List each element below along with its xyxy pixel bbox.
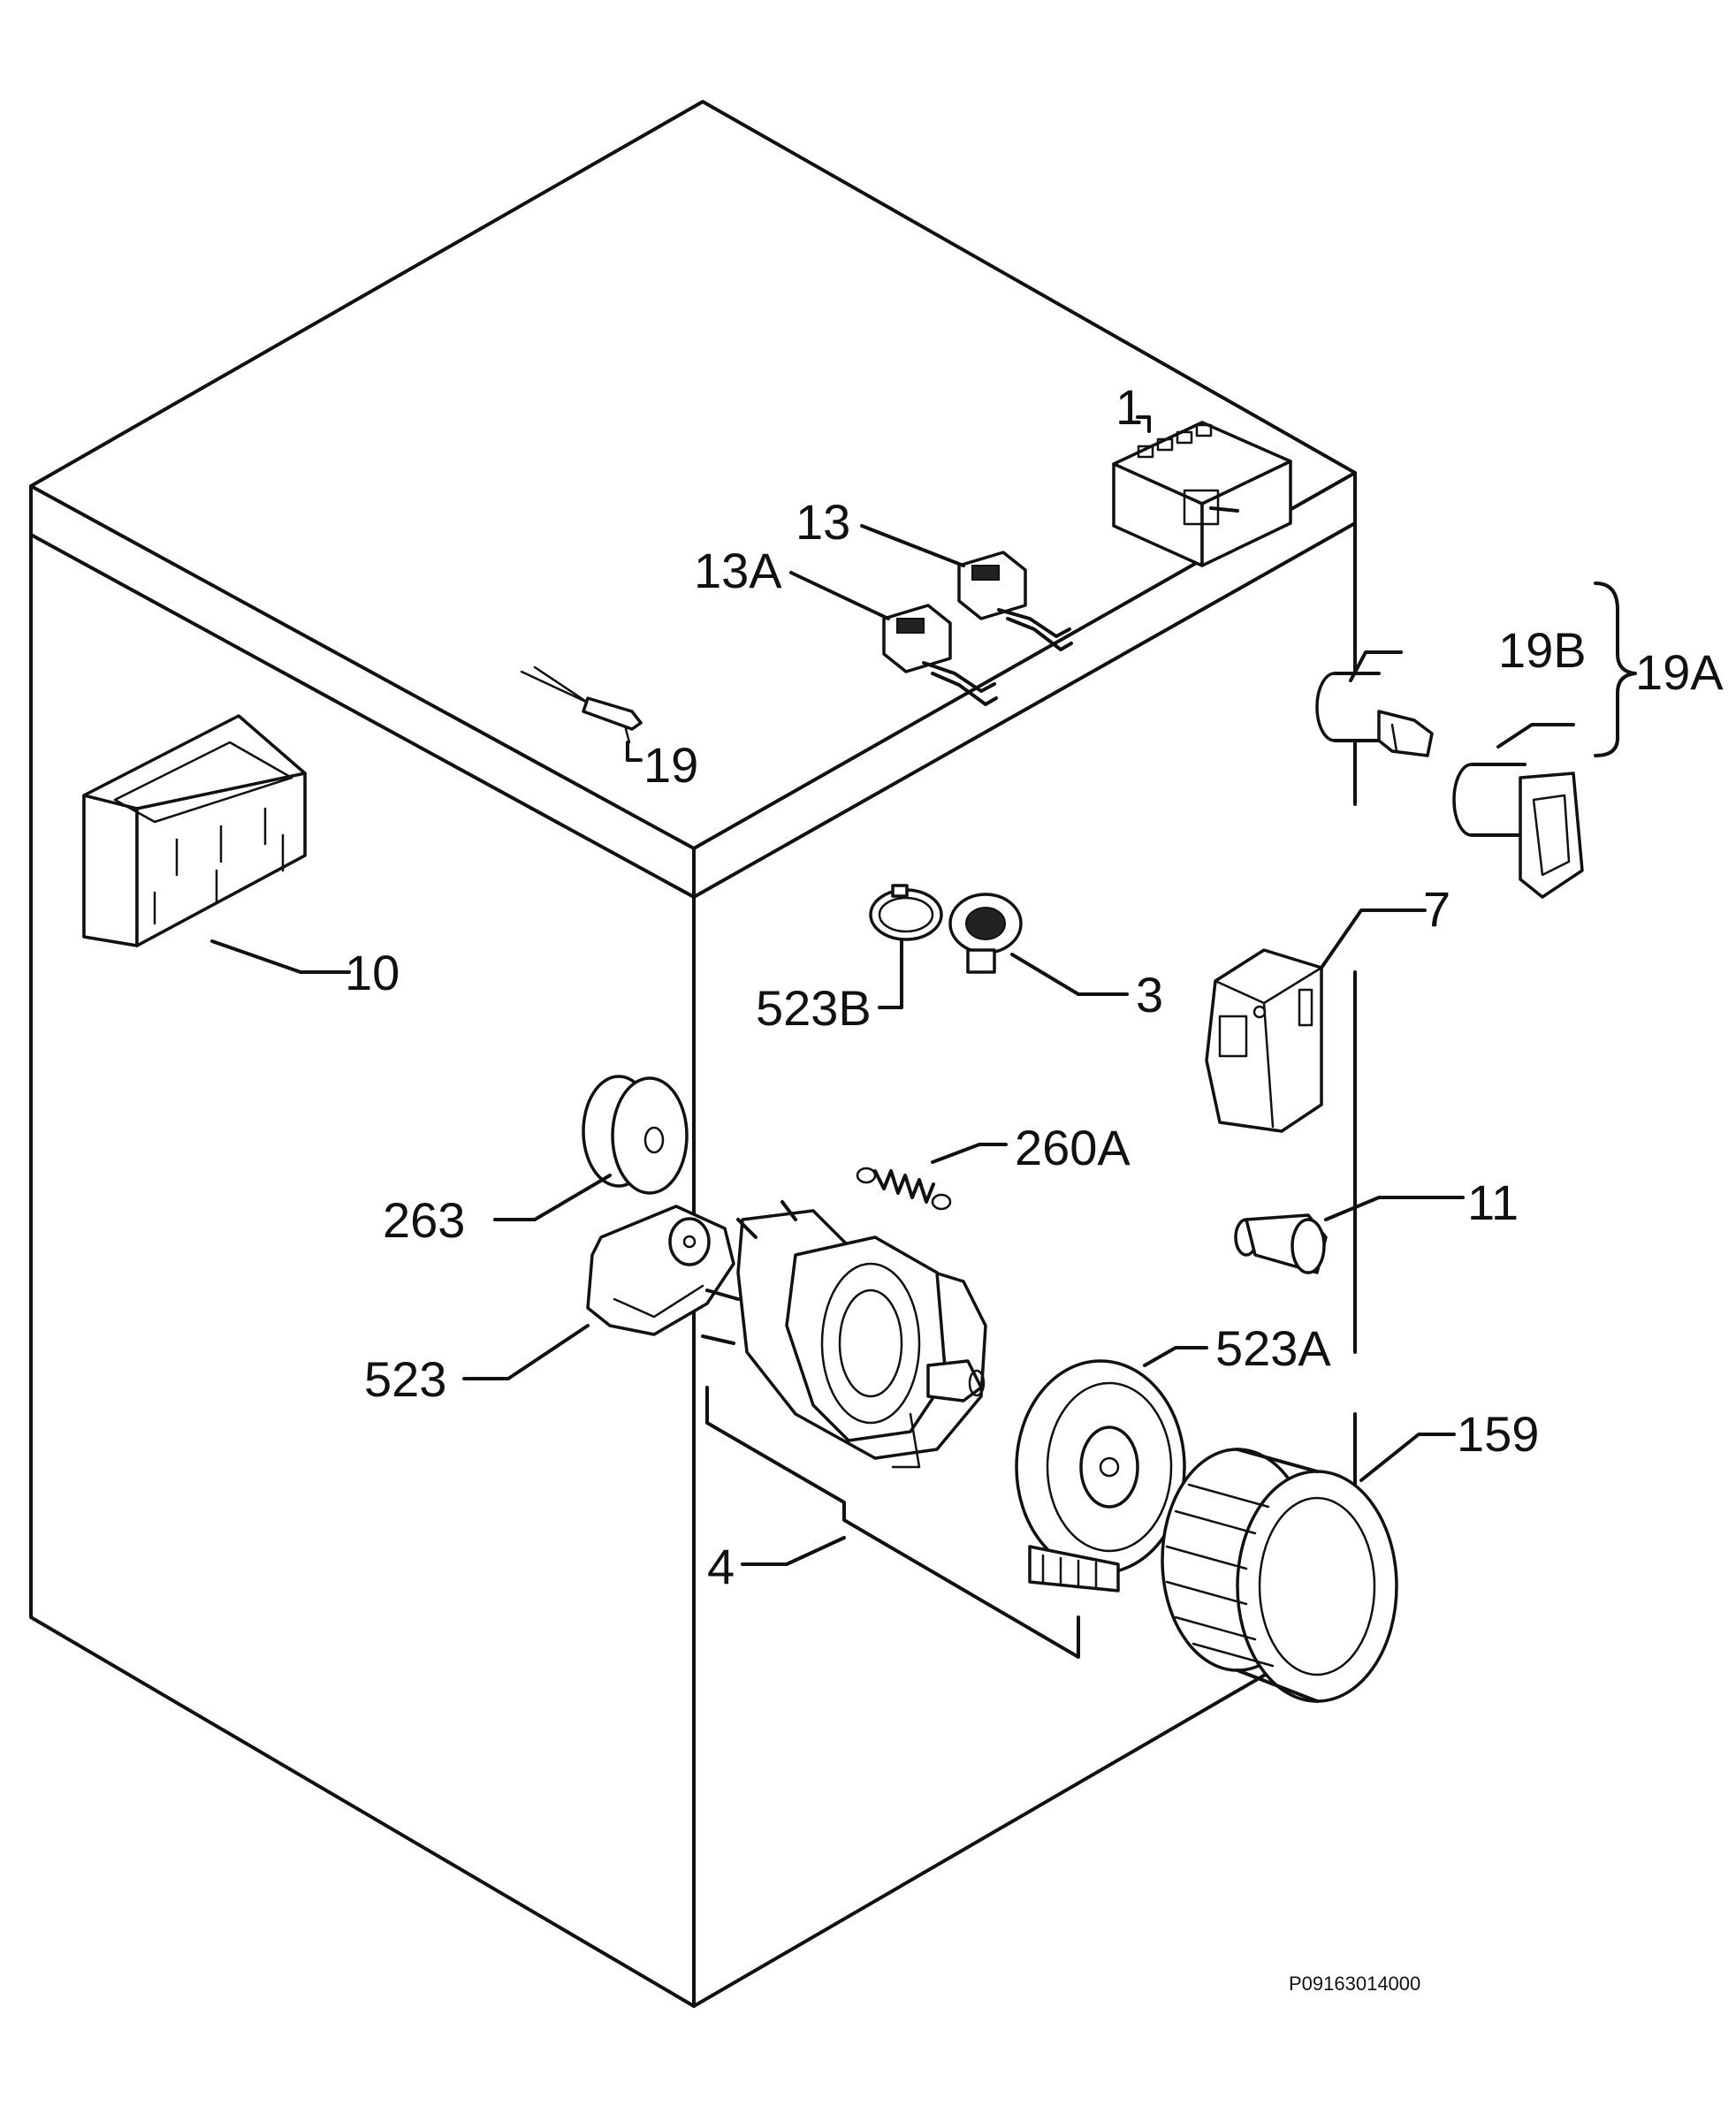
label-19b: 19B (1498, 622, 1587, 678)
motor-bracket-523-part (586, 1205, 735, 1336)
label-4: 4 (707, 1539, 735, 1594)
label-7: 7 (1423, 881, 1450, 937)
control-module-10-part (82, 714, 307, 947)
label-260a: 260A (1015, 1120, 1131, 1175)
switch-13a-part (882, 604, 998, 706)
label-19a: 19A (1635, 644, 1724, 700)
sensor-19b-part (1315, 672, 1434, 757)
label-13: 13 (796, 494, 850, 550)
timer-module-part (1112, 421, 1292, 567)
clamp-523b-part (869, 884, 943, 941)
label-159: 159 (1457, 1406, 1539, 1462)
motor-4-part (701, 1200, 987, 1469)
leader-lines (210, 415, 1637, 1659)
label-523b: 523B (756, 980, 872, 1036)
capacitor-11-part (1234, 1213, 1328, 1274)
label-19: 19 (643, 737, 698, 793)
pulley-263-part (582, 1075, 689, 1195)
door-lock-7-part (1205, 948, 1323, 1133)
part-labels: 1 13 13A 19 19B 19A 10 7 523B 3 260A 263… (345, 379, 1724, 1995)
fan-housing-523a-part (1015, 1359, 1186, 1593)
label-523a: 523A (1215, 1320, 1331, 1376)
label-13a: 13A (694, 543, 782, 598)
appliance-cabinet (29, 100, 1357, 2008)
label-11: 11 (1467, 1175, 1519, 1230)
sensor-19-part (520, 665, 643, 744)
fan-wheel-159-part (1161, 1448, 1398, 1703)
switch-13-part (957, 551, 1073, 651)
sensor-19a-part (1452, 763, 1584, 899)
label-263: 263 (383, 1192, 465, 1248)
label-10: 10 (345, 945, 400, 1000)
reference-code: P09163014000 (1289, 1973, 1420, 1995)
label-523: 523 (364, 1351, 446, 1407)
switch-3-part (948, 893, 1023, 974)
spring-260a-part (856, 1167, 952, 1211)
label-1: 1 (1115, 379, 1143, 435)
label-3: 3 (1136, 967, 1163, 1022)
